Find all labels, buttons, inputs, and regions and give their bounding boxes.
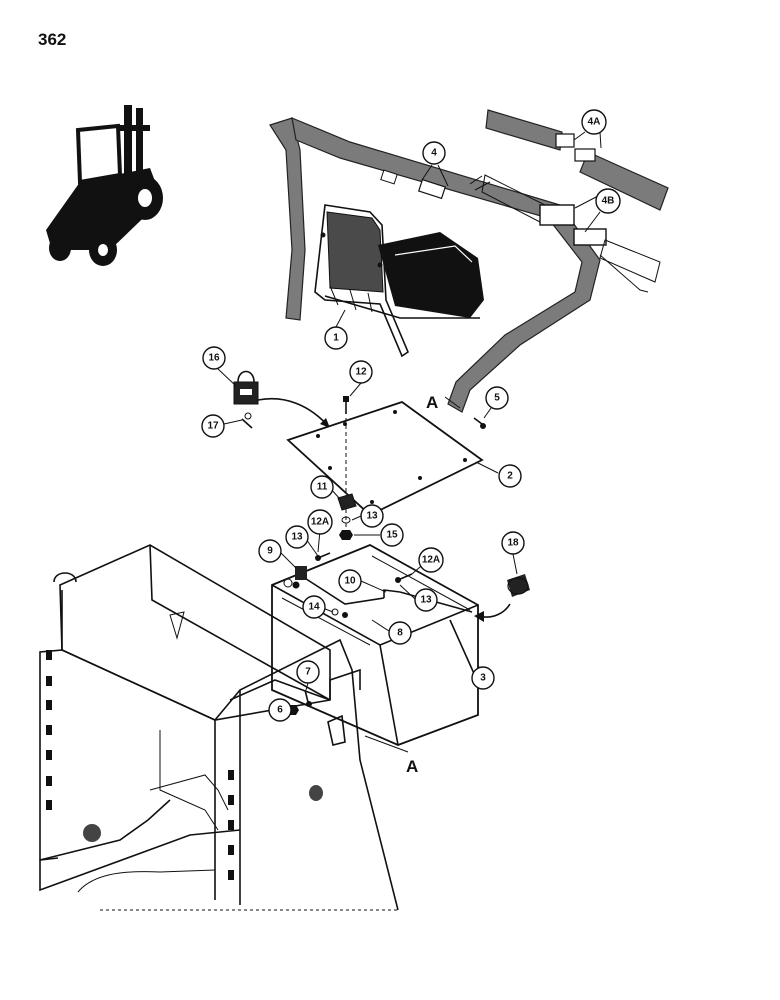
svg-text:4: 4 bbox=[431, 148, 437, 159]
svg-text:3: 3 bbox=[480, 673, 486, 684]
machine-frame bbox=[39, 544, 400, 911]
seat-belt-half-4b bbox=[469, 174, 661, 293]
bolt-7 bbox=[304, 689, 312, 707]
svg-text:1: 1 bbox=[333, 333, 339, 344]
svg-text:4A: 4A bbox=[588, 117, 601, 128]
reference-mark-a-lower: A bbox=[406, 757, 418, 776]
svg-text:18: 18 bbox=[507, 538, 519, 549]
svg-text:12A: 12A bbox=[422, 555, 440, 566]
seat-belt-half-4a bbox=[485, 109, 669, 211]
callout-2: 2 bbox=[498, 464, 522, 488]
callout-9: 9 bbox=[258, 539, 282, 563]
page-number: 362 bbox=[38, 30, 67, 49]
washer-13 bbox=[341, 516, 351, 524]
svg-text:16: 16 bbox=[208, 353, 220, 364]
bolt-12 bbox=[343, 396, 349, 414]
svg-text:13: 13 bbox=[291, 532, 303, 543]
bolts-12a bbox=[315, 552, 413, 583]
svg-text:4B: 4B bbox=[602, 196, 615, 207]
callout-1: 1 bbox=[324, 326, 348, 350]
callout-3: 3 bbox=[471, 666, 495, 690]
callout-6: 6 bbox=[268, 698, 292, 722]
tractor-thumbnail bbox=[46, 105, 163, 266]
callout-17: 17 bbox=[201, 414, 225, 438]
svg-text:15: 15 bbox=[386, 530, 398, 541]
battery-strap bbox=[449, 619, 477, 679]
lock-arrow bbox=[257, 397, 331, 429]
key bbox=[241, 412, 253, 429]
callout-5: 5 bbox=[485, 386, 509, 410]
callout-4b: 4B bbox=[595, 188, 621, 214]
callout-4a: 4A bbox=[581, 109, 607, 135]
callout-8: 8 bbox=[388, 621, 412, 645]
nut-15 bbox=[339, 530, 353, 540]
svg-text:7: 7 bbox=[305, 667, 311, 678]
svg-text:10: 10 bbox=[344, 576, 356, 587]
terminal-cap-18 bbox=[507, 574, 530, 597]
frame-bracket bbox=[327, 714, 346, 746]
bracket-clamp-9 bbox=[283, 566, 307, 589]
svg-text:14: 14 bbox=[308, 602, 320, 613]
callout-10: 10 bbox=[338, 569, 362, 593]
svg-text:12A: 12A bbox=[311, 517, 329, 528]
svg-text:8: 8 bbox=[397, 628, 403, 639]
padlock bbox=[233, 370, 259, 405]
callout-15: 15 bbox=[380, 523, 404, 547]
callout-12: 12 bbox=[349, 360, 373, 384]
svg-text:12: 12 bbox=[355, 367, 367, 378]
callout-18: 18 bbox=[501, 531, 525, 555]
svg-text:5: 5 bbox=[494, 393, 500, 404]
svg-text:13: 13 bbox=[420, 595, 432, 606]
svg-text:6: 6 bbox=[277, 705, 283, 716]
callout-12a-left: 12A bbox=[307, 509, 333, 535]
svg-text:2: 2 bbox=[507, 471, 513, 482]
callout-11: 11 bbox=[310, 475, 334, 499]
svg-text:13: 13 bbox=[366, 511, 378, 522]
callout-13-upper: 13 bbox=[360, 504, 384, 528]
callout-14: 14 bbox=[302, 595, 326, 619]
reference-mark-a-upper: A bbox=[426, 393, 438, 412]
svg-text:17: 17 bbox=[207, 421, 219, 432]
seat-belt-4 bbox=[269, 117, 601, 413]
callout-13-left: 13 bbox=[285, 525, 309, 549]
operator-seat bbox=[314, 204, 484, 358]
callout-4: 4 bbox=[422, 141, 446, 165]
battery-cover-plate bbox=[286, 400, 484, 517]
svg-text:9: 9 bbox=[267, 546, 273, 557]
callout-16: 16 bbox=[202, 346, 226, 370]
bolt-5 bbox=[473, 417, 486, 429]
callout-7: 7 bbox=[296, 660, 320, 684]
cage-nut-11 bbox=[337, 493, 357, 511]
svg-text:11: 11 bbox=[317, 482, 328, 493]
callout-13-right: 13 bbox=[414, 588, 438, 612]
callout-12a-right: 12A bbox=[418, 547, 444, 573]
